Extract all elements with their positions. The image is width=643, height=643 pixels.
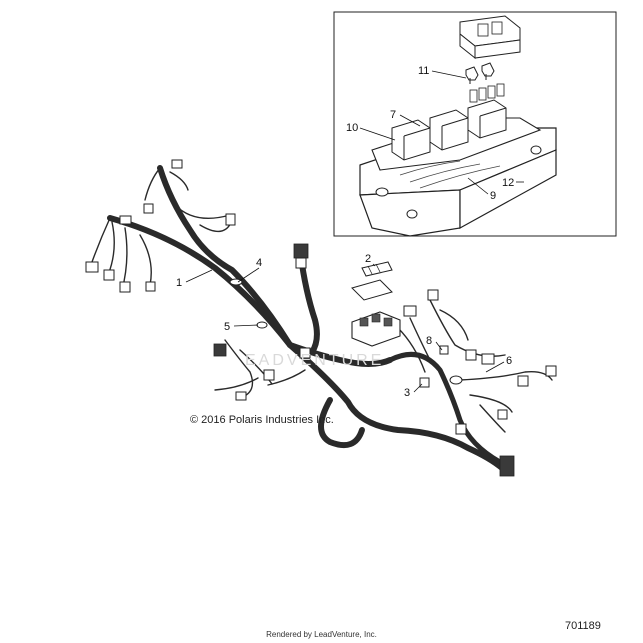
connector [119, 215, 132, 225]
callout-4: 4 [256, 257, 262, 269]
connector [545, 365, 557, 377]
connector [481, 353, 495, 365]
callout-11: 11 [418, 65, 429, 77]
connector [427, 289, 439, 301]
callout-6: 6 [506, 355, 512, 367]
mount-hole [530, 145, 542, 155]
relay [467, 99, 507, 139]
connector [293, 243, 309, 259]
callout-10: 10 [346, 122, 358, 134]
callout-8: 8 [426, 335, 432, 347]
connector [465, 349, 477, 361]
connector [295, 257, 307, 269]
relay-bracket [351, 261, 393, 301]
connector [419, 377, 430, 388]
connector [143, 203, 154, 214]
tie-clip [229, 278, 243, 286]
callout-3: 3 [404, 387, 410, 399]
connector [517, 375, 529, 387]
callout-12: 12 [502, 177, 514, 189]
connector [455, 423, 467, 435]
connector [103, 269, 115, 281]
fuse-box-cover [459, 15, 521, 60]
callout-7: 7 [390, 109, 396, 121]
connector [225, 213, 236, 226]
relay [391, 119, 431, 161]
relay [429, 109, 469, 151]
connector [119, 281, 131, 293]
connector [235, 391, 247, 401]
copyright-notice: © 2016 Polaris Industries Inc. [190, 414, 334, 426]
connector [145, 281, 156, 292]
callout-1: 1 [176, 277, 182, 289]
main-harness: 1 2 3 4 5 6 8 [85, 159, 557, 477]
footer-credit: Rendered by LeadVenture, Inc. [266, 630, 377, 639]
fuse-pair [465, 62, 495, 84]
connector [213, 343, 227, 357]
tie-clip [449, 375, 463, 385]
callout-9: 9 [490, 190, 496, 202]
connector [403, 305, 417, 317]
fuse-box-inset: 11 7 10 9 12 [333, 11, 617, 237]
mount-hole [375, 187, 389, 197]
tie-clip [256, 321, 268, 329]
connectors [85, 159, 557, 477]
mount-hole [406, 209, 418, 219]
fuse-box-body [359, 83, 557, 237]
harness-ties [229, 278, 463, 385]
connector [263, 369, 275, 381]
connector [439, 345, 449, 355]
connector [497, 409, 508, 420]
fuse-row [469, 83, 505, 103]
part-number: 701189 [565, 620, 601, 632]
callout-5: 5 [224, 321, 230, 333]
harness-trunk [107, 165, 505, 471]
watermark: EADVENTURE [245, 352, 385, 369]
connector [85, 261, 99, 273]
connector [499, 455, 515, 477]
connector [299, 347, 311, 359]
mounted-fuse-box [351, 311, 401, 347]
connector [171, 159, 183, 169]
callout-2: 2 [365, 253, 371, 265]
